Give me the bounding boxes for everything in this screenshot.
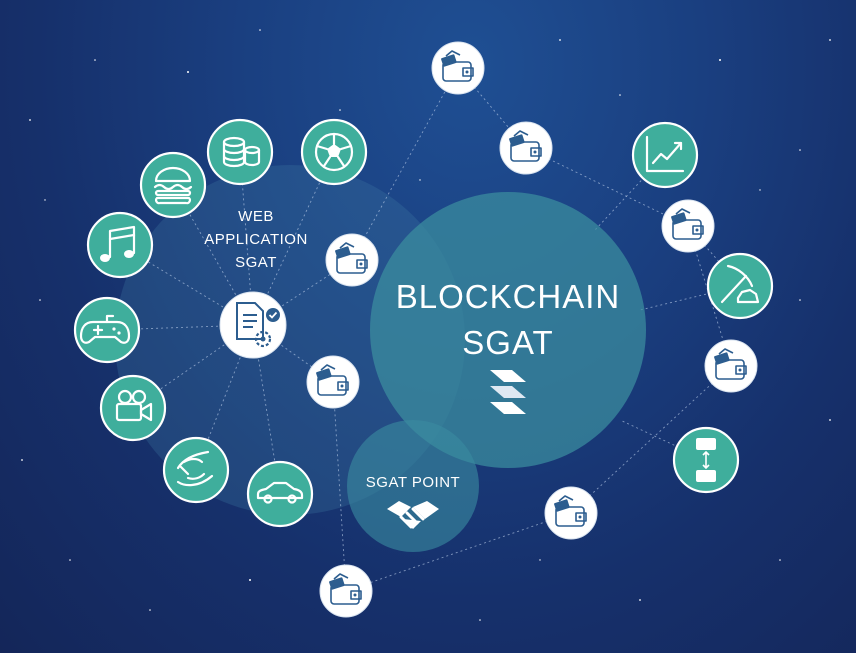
chart-node[interactable] xyxy=(631,121,699,189)
hands-node[interactable] xyxy=(162,436,230,504)
football-node[interactable] xyxy=(300,118,368,186)
gamepad-icon xyxy=(79,314,131,344)
car-node[interactable] xyxy=(246,460,314,528)
sgat-point-circle xyxy=(347,420,479,552)
coins-icon xyxy=(222,136,261,168)
music-note-icon xyxy=(100,225,136,262)
hands-icon xyxy=(176,450,214,487)
wallet-node[interactable] xyxy=(306,355,360,409)
wallet-transfer-node[interactable] xyxy=(672,426,740,494)
pickaxe-mining-icon xyxy=(720,264,760,304)
wallet-node[interactable] xyxy=(544,486,598,540)
wallet-node[interactable] xyxy=(661,199,715,253)
wallet-node[interactable] xyxy=(431,41,485,95)
car-icon xyxy=(256,481,304,504)
wallet-transfer-icon xyxy=(696,438,716,482)
blockchain-subtitle: SGAT xyxy=(462,324,553,361)
gamepad-node[interactable] xyxy=(73,296,141,364)
music-node[interactable] xyxy=(86,211,154,279)
blockchain-title: BLOCKCHAIN xyxy=(396,278,621,315)
burger-node[interactable] xyxy=(139,151,207,219)
handshake-icon xyxy=(387,501,439,529)
wallet-node[interactable] xyxy=(319,564,373,618)
webapp-label-line3: SGAT xyxy=(235,254,277,271)
video-camera-node[interactable] xyxy=(99,374,167,442)
star-field xyxy=(21,29,831,621)
webapp-label-line1: WEB xyxy=(238,208,274,225)
mining-node[interactable] xyxy=(706,252,774,320)
sgat-point-label: SGAT POINT xyxy=(366,474,460,491)
blockchain-circle xyxy=(370,192,646,468)
chart-trend-icon xyxy=(645,135,685,173)
sgat-logo-icon xyxy=(490,370,526,414)
video-camera-icon xyxy=(115,389,153,422)
document-gear-icon xyxy=(236,302,280,348)
webapp-halo xyxy=(115,165,465,515)
football-icon xyxy=(314,132,354,172)
webapp-label-line2: APPLICATION xyxy=(204,231,308,248)
burger-icon xyxy=(153,166,193,205)
wallet-node[interactable] xyxy=(499,121,553,175)
wallet-node[interactable] xyxy=(704,339,758,393)
coins-node[interactable] xyxy=(206,118,274,186)
wallet-node[interactable] xyxy=(325,233,379,287)
hub-node[interactable] xyxy=(219,291,287,359)
